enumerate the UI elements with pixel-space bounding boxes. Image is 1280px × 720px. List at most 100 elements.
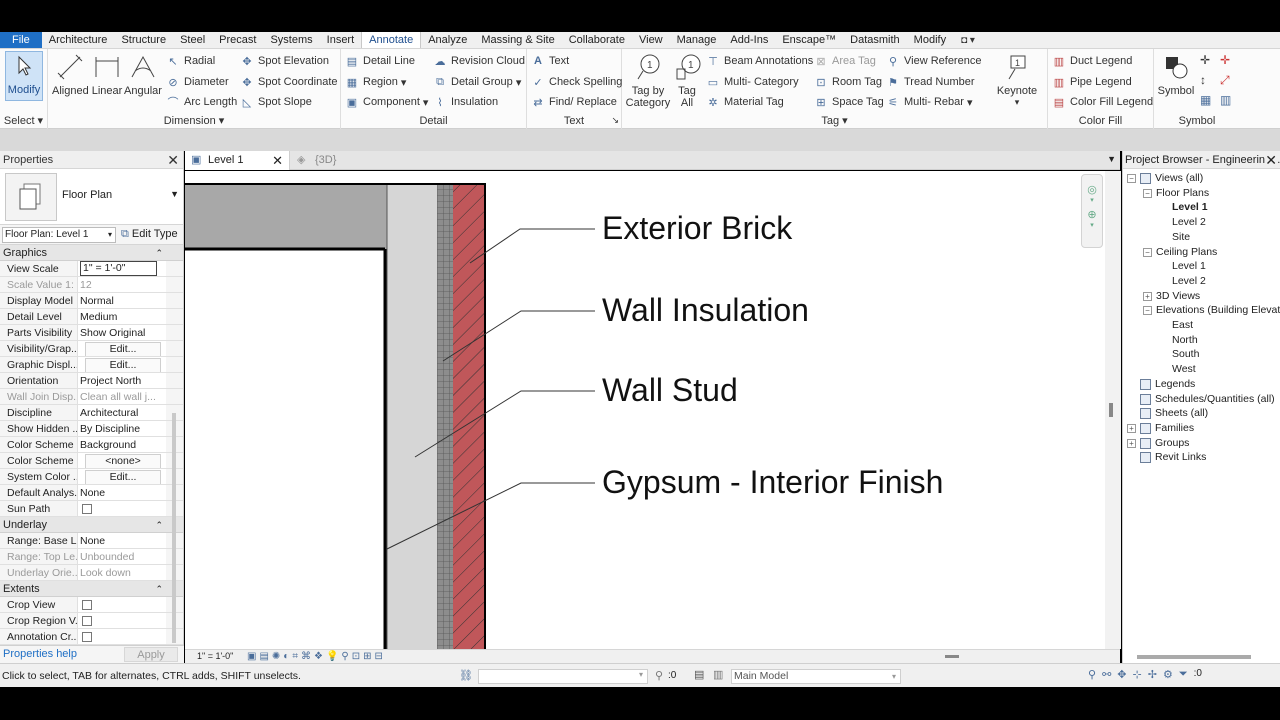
pipe-legend-button[interactable]: ▥Pipe Legend xyxy=(1053,76,1132,89)
property-value[interactable]: 12 xyxy=(78,277,166,292)
tab-architecture[interactable]: Architecture xyxy=(48,34,108,46)
tab-massing-site[interactable]: Massing & Site xyxy=(481,34,555,46)
collapse-icon[interactable]: ⌃ xyxy=(155,584,163,594)
tab-manage[interactable]: Manage xyxy=(676,34,717,46)
collapse-icon[interactable]: ⌃ xyxy=(155,520,163,530)
property-value[interactable]: Medium xyxy=(78,309,166,324)
detail-line-button[interactable]: ▤Detail Line xyxy=(346,55,415,68)
design-options-icon[interactable]: ▤ xyxy=(694,669,705,681)
property-value[interactable]: Project North xyxy=(78,373,166,388)
detail-level-icon[interactable]: ▣ xyxy=(247,651,257,662)
arc-length-button[interactable]: ⌒Arc Length xyxy=(167,96,238,109)
property-value[interactable]: Unbounded xyxy=(78,549,166,564)
tab-datasmith[interactable]: Datasmith xyxy=(850,34,900,46)
tab-view[interactable]: View xyxy=(638,34,663,46)
tab-modify[interactable]: Modify xyxy=(913,34,947,46)
chevron-down-icon[interactable]: ▼ xyxy=(170,189,179,199)
show-crop-region-icon[interactable]: ⌘ xyxy=(300,651,311,662)
browser-node[interactable]: +3D Views xyxy=(1143,289,1200,304)
tab-enscape[interactable]: Enscape™ xyxy=(782,34,837,46)
property-group-graphics[interactable]: Graphics⌃ xyxy=(0,245,183,261)
property-value[interactable]: Edit... xyxy=(78,341,166,356)
browser-node[interactable]: +Groups xyxy=(1127,436,1189,451)
browser-node[interactable]: −Views (all) xyxy=(1127,171,1203,186)
check-spelling-button[interactable]: ✓Check Spelling xyxy=(531,73,622,91)
reveal-hidden-icon[interactable]: 💡 xyxy=(325,651,339,662)
linear-button[interactable]: Linear xyxy=(90,51,124,97)
property-value[interactable]: Edit... xyxy=(78,357,166,372)
tag-by-category-button[interactable]: 1 Tag by Category xyxy=(624,51,672,109)
reveal-constraints-icon[interactable]: ⊟ xyxy=(374,651,383,662)
browser-node[interactable]: East xyxy=(1172,318,1193,333)
property-value[interactable]: 1" = 1'-0" xyxy=(78,261,166,276)
region-button[interactable]: ▦Region ▾ xyxy=(346,76,407,89)
room-tag-button[interactable]: ⊡Room Tag xyxy=(814,73,882,91)
apply-button[interactable]: Apply xyxy=(124,647,178,662)
revision-cloud-button[interactable]: ☁Revision Cloud xyxy=(434,55,525,68)
browser-node[interactable]: West xyxy=(1172,362,1196,377)
property-group-extents[interactable]: Extents⌃ xyxy=(0,581,183,597)
visual-style-icon[interactable]: ▤ xyxy=(259,651,269,662)
dimension-panel-title[interactable]: Dimension ▾ xyxy=(163,115,225,127)
duct-legend-button[interactable]: ▥Duct Legend xyxy=(1053,55,1133,68)
label-wall-insulation[interactable]: Wall Insulation xyxy=(602,292,809,328)
expand-icon[interactable]: + xyxy=(1143,291,1152,301)
material-tag-button[interactable]: ✲Material Tag xyxy=(706,93,783,111)
close-icon[interactable]: ✕ xyxy=(272,153,283,168)
exclude-options-icon[interactable]: ▥ xyxy=(713,669,724,681)
collapse-icon[interactable]: − xyxy=(1143,188,1152,198)
close-icon[interactable]: ✕ xyxy=(1265,151,1277,168)
multi-category-button[interactable]: ▭Multi- Category xyxy=(707,76,799,89)
spot-coordinate-button[interactable]: ✥Spot Coordinate xyxy=(240,73,337,91)
property-checkbox[interactable] xyxy=(78,597,166,612)
space-tag-button[interactable]: ⊞Space Tag xyxy=(814,93,883,111)
zoom-icon[interactable]: ⊕ xyxy=(1087,209,1097,221)
detail-group-button[interactable]: ⧉Detail Group ▾ xyxy=(433,73,521,91)
tab-list-chevron-icon[interactable]: ▼ xyxy=(1107,154,1116,164)
beam-system-icon[interactable]: ✛ xyxy=(1220,53,1231,67)
close-icon[interactable]: ✕ xyxy=(167,152,179,168)
keynote-button[interactable]: 1 Keynote▾ xyxy=(994,51,1040,108)
browser-node[interactable]: Level 1 xyxy=(1172,259,1206,274)
expand-icon[interactable]: + xyxy=(1127,423,1136,433)
design-option-dropdown[interactable]: Main Model▾ xyxy=(731,669,901,684)
aligned-button[interactable]: Aligned xyxy=(52,51,89,97)
modify-button[interactable]: Modify xyxy=(5,51,43,101)
tab-level-1[interactable]: ▣ Level 1 ✕ xyxy=(185,151,290,170)
browser-node[interactable]: Level 1 xyxy=(1172,200,1208,215)
select-panel-title[interactable]: Select ▾ xyxy=(3,115,44,127)
contextual-toggle-icon[interactable]: ◘ ▾ xyxy=(961,35,975,46)
angular-button[interactable]: Angular xyxy=(124,51,162,97)
lock-3d-icon[interactable]: ⚲ xyxy=(341,651,349,662)
property-checkbox[interactable] xyxy=(78,613,166,628)
browser-node[interactable]: −Floor Plans xyxy=(1143,186,1209,201)
steering-wheel-icon[interactable]: ◎ xyxy=(1087,184,1097,196)
navigation-bar[interactable]: ◎ ▾ ⊕ ▾ xyxy=(1081,174,1103,248)
browser-node[interactable]: Schedules/Quantities (all) xyxy=(1140,392,1275,407)
tread-number-button[interactable]: ⚑Tread Number xyxy=(886,73,974,91)
highlight-displacement-icon[interactable]: ⊞ xyxy=(363,651,372,662)
property-value[interactable]: Clean all wall j... xyxy=(78,389,166,404)
tab-3d[interactable]: ◈ {3D} xyxy=(295,151,336,170)
spot-slope-button[interactable]: ◺Spot Slope xyxy=(240,93,312,111)
tag-all-button[interactable]: 1 Tag All xyxy=(672,51,702,109)
property-value[interactable]: Show Original xyxy=(78,325,166,340)
browser-node[interactable]: −Elevations (Building Elevat xyxy=(1143,303,1280,318)
editable-only-icon[interactable]: ⚲ xyxy=(655,670,664,682)
tab-collaborate[interactable]: Collaborate xyxy=(568,34,625,46)
type-selector[interactable]: Floor Plan ▼ xyxy=(0,169,183,225)
area-reinforcement-icon[interactable]: ⤢ xyxy=(1220,73,1230,87)
browser-horizontal-scrollbar[interactable] xyxy=(1137,655,1251,659)
property-checkbox[interactable] xyxy=(78,501,166,516)
sun-path-icon[interactable]: ✺ xyxy=(271,651,281,662)
drag-elements-icon[interactable]: ✢ xyxy=(1147,669,1157,681)
property-group-underlay[interactable]: Underlay⌃ xyxy=(0,517,183,533)
tab-annotate[interactable]: Annotate xyxy=(361,32,422,48)
select-by-face-icon[interactable]: ⊹ xyxy=(1132,669,1142,681)
label-gypsum-interior-finish[interactable]: Gypsum - Interior Finish xyxy=(602,464,944,500)
workset-dropdown[interactable]: ▾ xyxy=(478,669,648,684)
browser-node[interactable]: Site xyxy=(1172,230,1190,245)
browser-node[interactable]: Level 2 xyxy=(1172,274,1206,289)
select-underlay-icon[interactable]: ⚯ xyxy=(1102,669,1112,681)
property-value[interactable]: Edit... xyxy=(78,469,166,484)
